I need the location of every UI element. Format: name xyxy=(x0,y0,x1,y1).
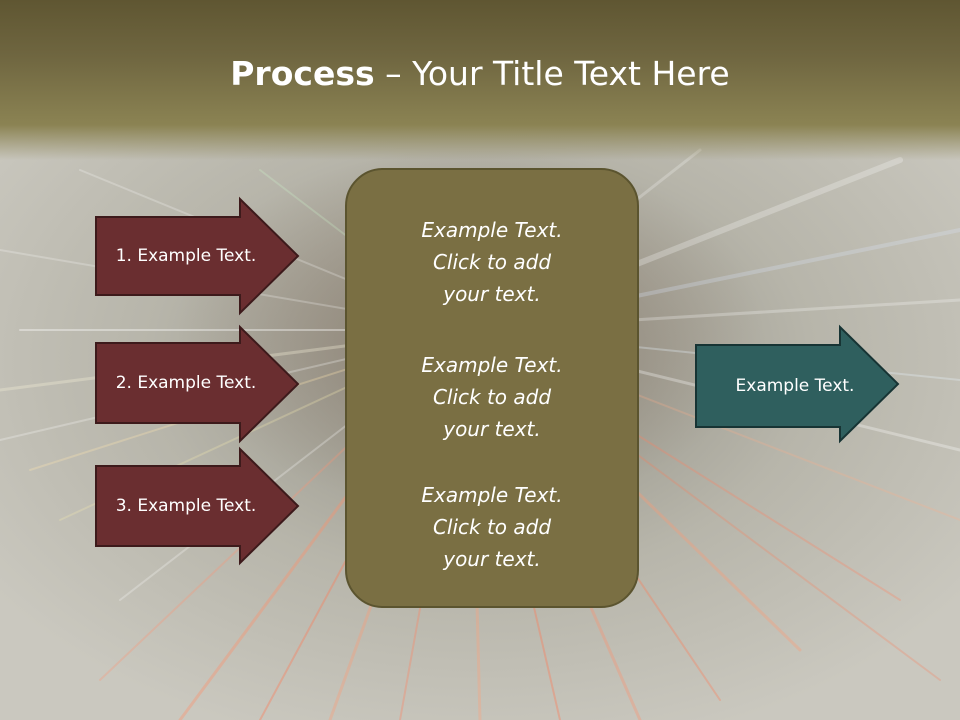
paragraph-line: Example Text. xyxy=(421,218,563,242)
arrow-shape xyxy=(95,196,300,316)
paragraph-line: Click to add xyxy=(432,385,552,409)
paragraph-line: your text. xyxy=(443,547,541,571)
paragraph-line: Example Text. xyxy=(421,353,563,377)
paragraph-line: your text. xyxy=(443,282,541,306)
paragraph-line: your text. xyxy=(443,417,541,441)
arrow-shape xyxy=(95,324,300,444)
title-band xyxy=(0,0,960,160)
left-arrow-3-label: 3. Example Text. xyxy=(115,496,257,516)
slide-title[interactable]: Process – Your Title Text Here xyxy=(0,52,960,96)
left-arrow-1-label: 1. Example Text. xyxy=(115,246,257,266)
left-arrow-2-label: 2. Example Text. xyxy=(115,373,257,393)
title-rest: – Your Title Text Here xyxy=(374,54,730,93)
right-arrow-label: Example Text. xyxy=(735,376,855,396)
center-paragraph-2: Example Text. Click to add your text. xyxy=(347,349,637,445)
center-text-box[interactable]: Example Text. Click to add your text. Ex… xyxy=(345,168,639,608)
paragraph-line: Click to add xyxy=(432,515,552,539)
center-paragraph-3: Example Text. Click to add your text. xyxy=(347,479,637,575)
title-bold: Process xyxy=(230,54,375,93)
arrow-shape xyxy=(95,446,300,566)
right-arrow[interactable]: Example Text. xyxy=(695,324,900,444)
left-arrow-3[interactable]: 3. Example Text. xyxy=(95,446,300,566)
left-arrow-2[interactable]: 2. Example Text. xyxy=(95,324,300,444)
left-arrow-1[interactable]: 1. Example Text. xyxy=(95,196,300,316)
paragraph-line: Click to add xyxy=(432,250,552,274)
arrow-shape xyxy=(695,324,900,444)
paragraph-line: Example Text. xyxy=(421,483,563,507)
center-paragraph-1: Example Text. Click to add your text. xyxy=(347,214,637,310)
